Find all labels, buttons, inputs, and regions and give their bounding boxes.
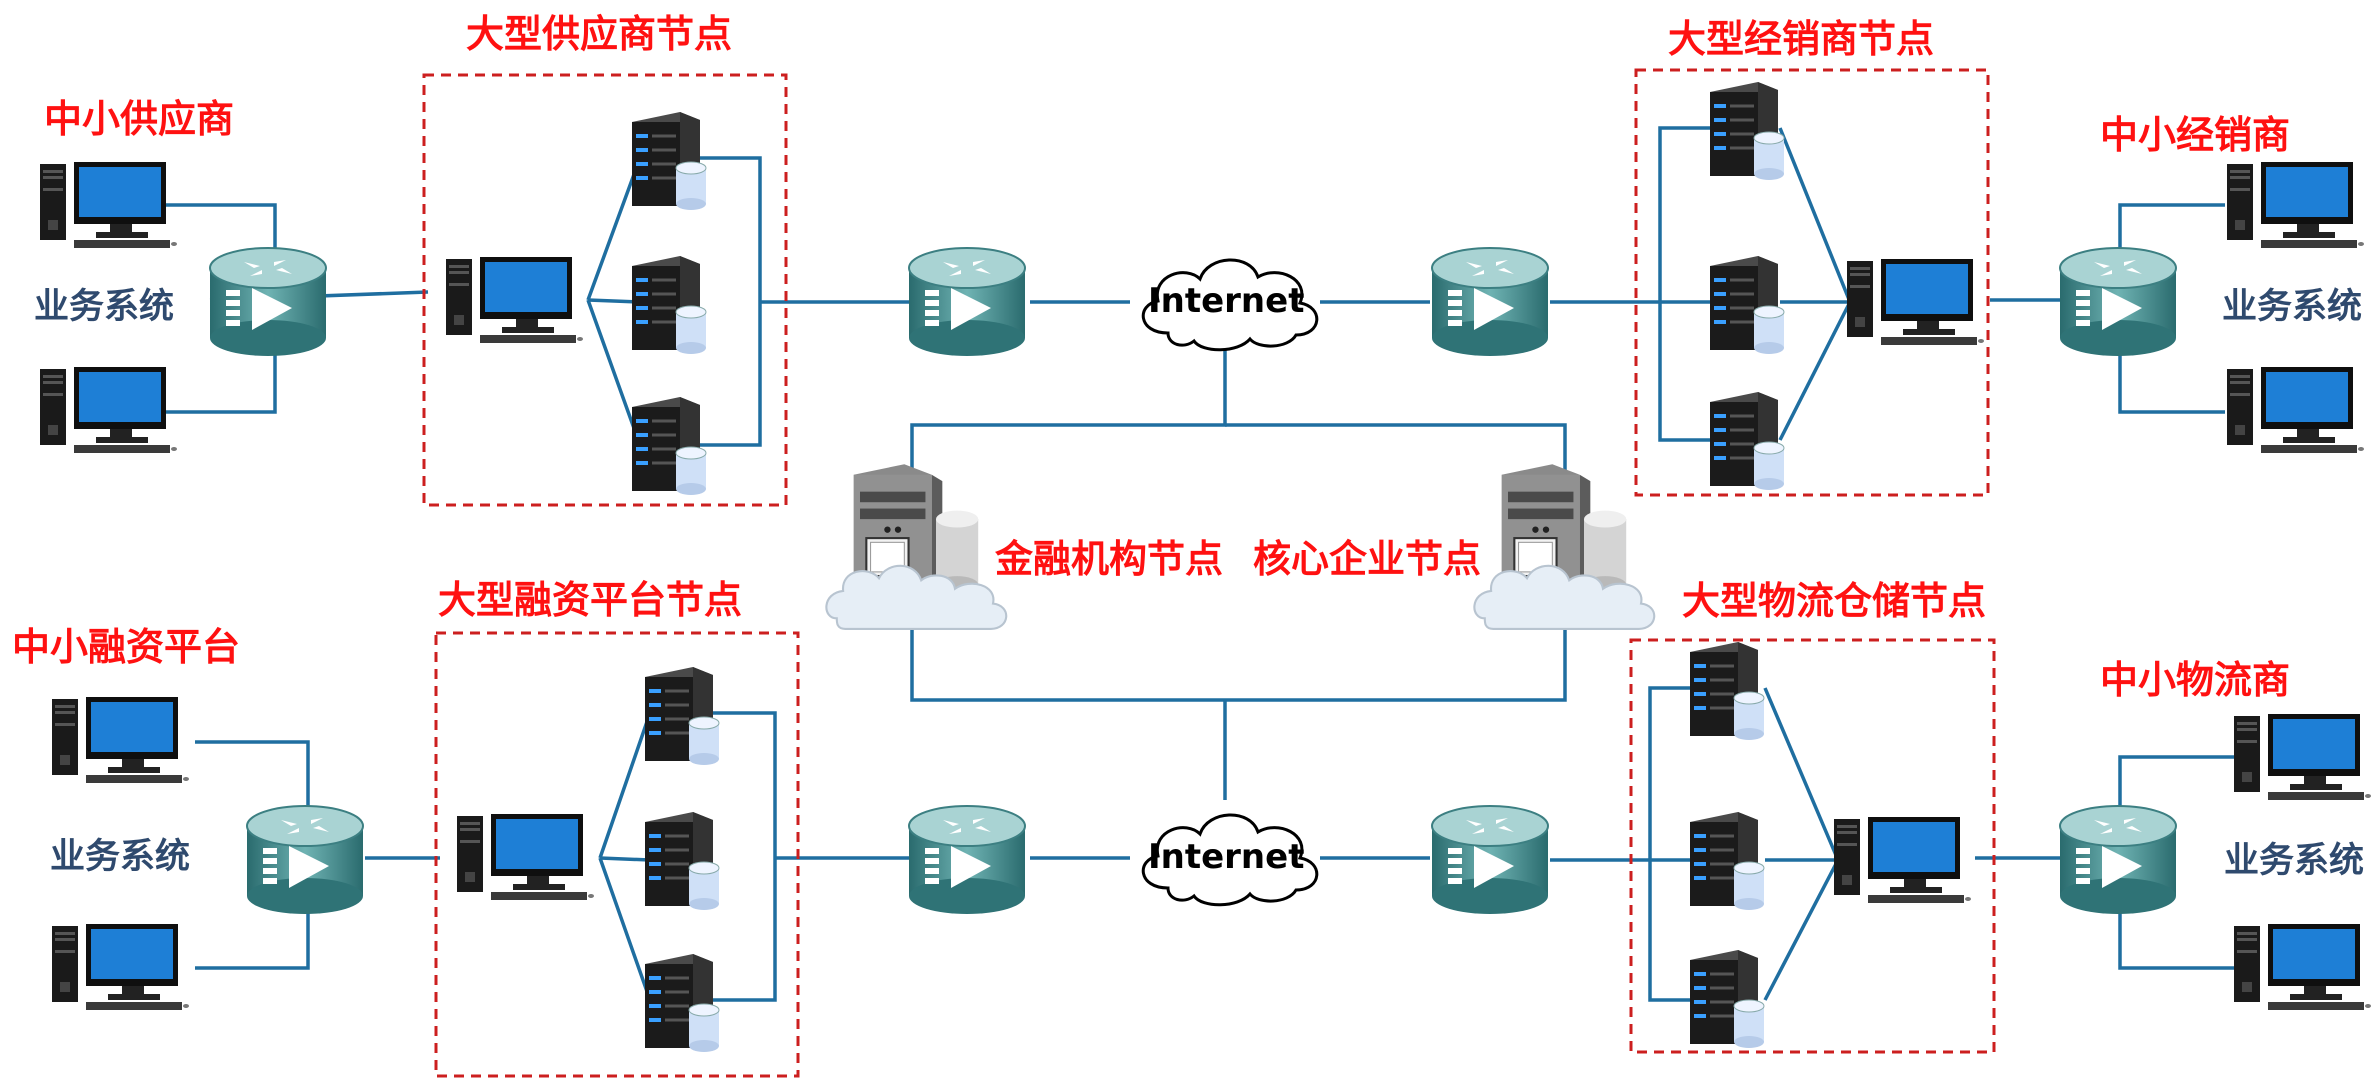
desktop-computer-icon — [40, 367, 177, 453]
internet-top-label: Internet — [1148, 281, 1304, 321]
desktop-computer-icon — [2234, 714, 2371, 800]
small-logistics-label: 中小物流商 — [2100, 658, 2290, 702]
large-supplier-box — [422, 73, 788, 507]
financial-institution-label: 金融机构节点 — [994, 537, 1223, 581]
cloud-server-icon — [825, 463, 1008, 630]
desktop-computer-icon — [2227, 367, 2364, 453]
large-supplier-label: 大型供应商节点 — [466, 12, 732, 56]
server-database-icon — [1688, 640, 1766, 740]
business-system-label: 业务系统 — [2222, 287, 2362, 327]
server-database-icon — [643, 810, 721, 910]
desktop-computer-icon — [1834, 817, 1971, 903]
small-supplier-label: 中小供应商 — [44, 97, 234, 141]
router-icon — [1431, 805, 1549, 915]
server-database-icon — [1708, 80, 1786, 180]
server-database-icon — [630, 110, 708, 210]
large-logistics-box — [1629, 638, 1996, 1054]
server-database-icon — [1688, 810, 1766, 910]
large-dealer-box — [1634, 68, 1990, 497]
server-database-icon — [1688, 948, 1766, 1048]
desktop-computer-icon — [40, 162, 177, 248]
core-enterprise-label: 核心企业节点 — [1253, 537, 1481, 581]
server-database-icon — [630, 395, 708, 495]
large-finance-platform-label: 大型融资平台节点 — [438, 578, 742, 622]
desktop-computer-icon — [446, 257, 583, 343]
server-database-icon — [630, 254, 708, 354]
business-system-label: 业务系统 — [34, 287, 174, 327]
router-icon — [246, 805, 364, 915]
server-database-icon — [643, 665, 721, 765]
server-database-icon — [1708, 254, 1786, 354]
desktop-computer-icon — [52, 924, 189, 1010]
small-finance-platform-label: 中小融资平台 — [12, 625, 240, 669]
router-icon — [209, 247, 327, 357]
desktop-computer-icon — [52, 697, 189, 783]
router-icon — [1431, 247, 1549, 357]
wires — [165, 126, 2235, 1002]
desktop-computer-icon — [2227, 162, 2364, 248]
small-dealer-label: 中小经销商 — [2100, 113, 2290, 157]
cloud-server-icon — [1473, 463, 1656, 630]
router-icon — [908, 247, 1026, 357]
business-system-label: 业务系统 — [2224, 841, 2364, 881]
large-logistics-label: 大型物流仓储节点 — [1682, 579, 1986, 623]
large-finance-platform-box — [434, 631, 800, 1078]
business-system-label: 业务系统 — [50, 837, 190, 877]
router-icon — [908, 805, 1026, 915]
router-icon — [2059, 805, 2177, 915]
desktop-computer-icon — [1847, 259, 1984, 345]
server-database-icon — [643, 952, 721, 1052]
server-database-icon — [1708, 390, 1786, 490]
desktop-computer-icon — [2234, 924, 2371, 1010]
desktop-computer-icon — [457, 814, 594, 900]
large-dealer-label: 大型经销商节点 — [1668, 17, 1934, 61]
internet-bottom-label: Internet — [1148, 837, 1304, 877]
router-icon — [2059, 247, 2177, 357]
